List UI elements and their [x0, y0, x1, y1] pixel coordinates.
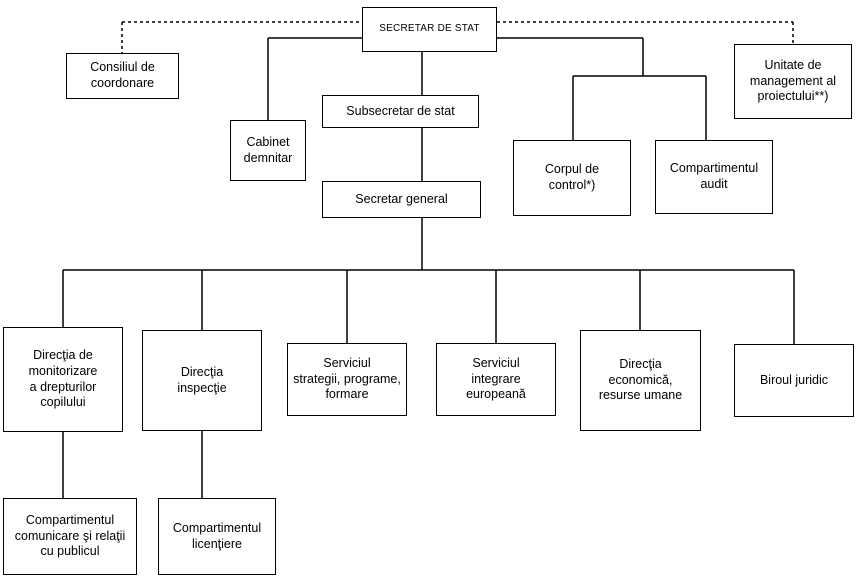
- node-cabinet-demnitar: Cabinet demnitar: [230, 120, 306, 181]
- node-compartimentul-comunicare: Compartimentul comunicare şi relaţii cu …: [3, 498, 137, 575]
- node-secretar-general: Secretar general: [322, 181, 481, 218]
- node-corpul-de-control: Corpul de control*): [513, 140, 631, 216]
- node-biroul-juridic: Biroul juridic: [734, 344, 854, 417]
- node-directia-monitorizare: Direcţia de monitorizare a drepturilor c…: [3, 327, 123, 432]
- node-serviciul-integrare: Serviciul integrare europeană: [436, 343, 556, 416]
- node-directia-inspectie: Direcţia inspecţie: [142, 330, 262, 431]
- node-subsecretar-de-stat: Subsecretar de stat: [322, 95, 479, 128]
- node-compartimentul-audit: Compartimentul audit: [655, 140, 773, 214]
- node-directia-economica: Direcţia economică, resurse umane: [580, 330, 701, 431]
- node-compartimentul-licentiere: Compartimentul licenţiere: [158, 498, 276, 575]
- node-unitate-management-proiect: Unitate de management al proiectului**): [734, 44, 852, 119]
- node-serviciul-strategii: Serviciul strategii, programe, formare: [287, 343, 407, 416]
- node-secretar-de-stat: SECRETAR DE STAT: [362, 7, 497, 52]
- node-consiliul-de-coordonare: Consiliul de coordonare: [66, 53, 179, 99]
